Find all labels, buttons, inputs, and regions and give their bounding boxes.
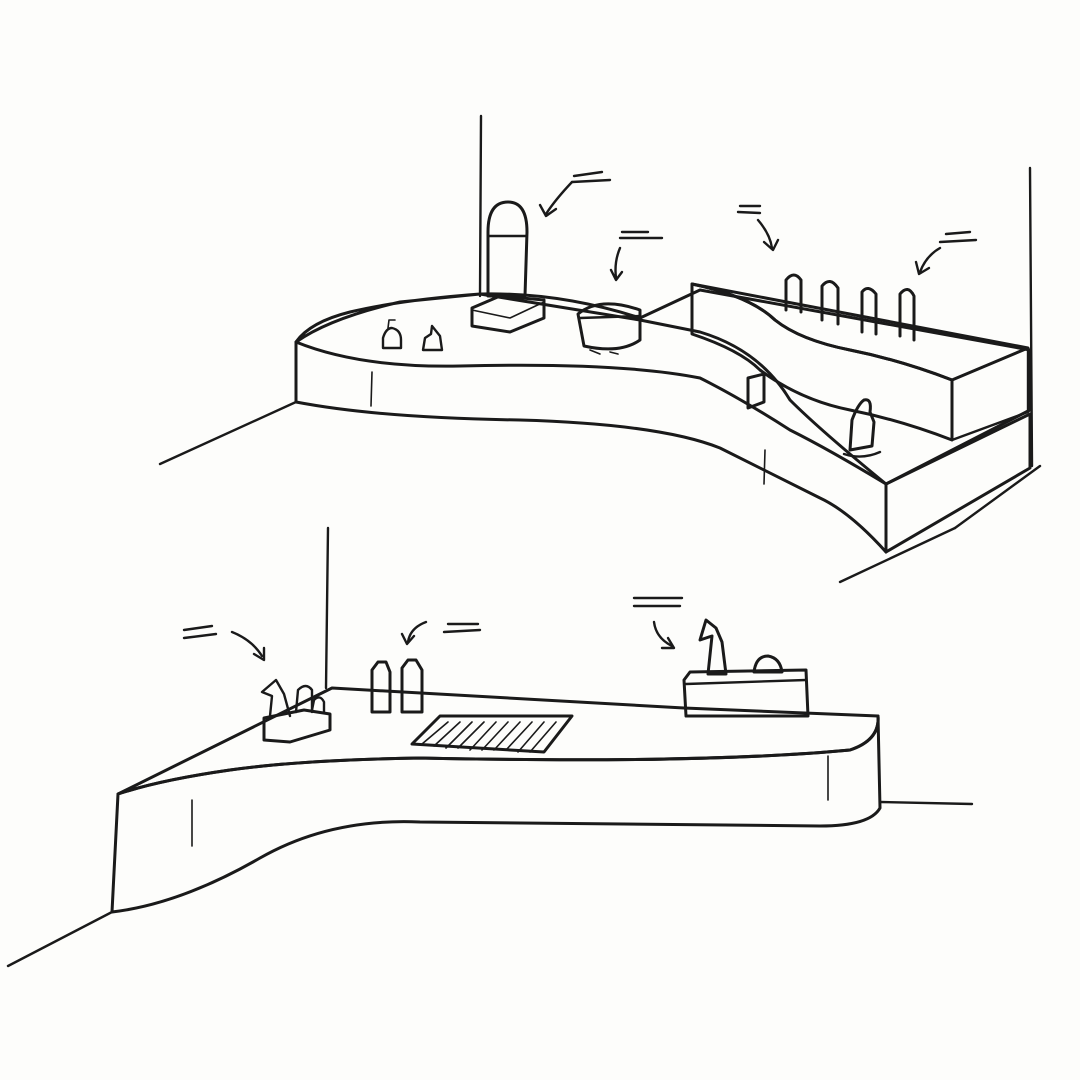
callout-dash: [944, 230, 972, 236]
callout-dash: [938, 238, 978, 244]
product-plinth: [470, 294, 546, 334]
callout-arrow-bottles: [400, 620, 482, 646]
green-counter-top: [294, 288, 1032, 486]
floor-line-back: [953, 464, 1042, 530]
callout-arrow-basket: [609, 230, 664, 282]
wall-corner-line-left: [478, 114, 483, 298]
callout-arrow-caddy: [182, 624, 266, 662]
callout-dash: [572, 170, 604, 178]
floor-line-right: [838, 526, 957, 584]
floor-line-left: [158, 400, 298, 466]
callout-dash: [442, 628, 482, 634]
callout-arrow-case-left: [736, 204, 780, 252]
case-product-2: [820, 280, 840, 326]
callout-arrow-display-box: [632, 596, 684, 650]
figure-statue: [698, 618, 728, 676]
counter-seam-1: [370, 371, 373, 407]
counter-base-side-hatched: [884, 412, 1032, 554]
white-counter-front-face: [110, 714, 882, 914]
grill-cooktop: [410, 714, 574, 754]
case-product-3: [860, 287, 878, 336]
display-box-lower: [682, 618, 810, 718]
callout-arrow-tall-product: [538, 170, 612, 218]
white-counter-top: [116, 686, 880, 796]
case-product-4: [898, 288, 916, 342]
basket-product: [576, 302, 642, 355]
lower-counter-sketch: [6, 526, 974, 968]
bottle-pair: [370, 658, 424, 714]
small-bottle-right: [421, 324, 444, 352]
lantern-product: [746, 372, 766, 410]
green-counter-front-face: [294, 340, 888, 554]
callout-dash: [182, 624, 214, 632]
figurine-product: [842, 398, 882, 458]
floor-line-lower-left: [6, 910, 114, 968]
callout-dash: [570, 178, 612, 184]
bottle-caddy: [260, 678, 332, 744]
callout-arrow-case-right: [914, 230, 978, 276]
callout-dash: [736, 210, 762, 215]
wall-corner-line-right: [1028, 166, 1034, 468]
glass-display-case-top: [690, 282, 1030, 382]
glass-case-side-hatched: [950, 346, 1030, 442]
case-product-1: [784, 273, 803, 314]
counter-seam-2: [763, 449, 766, 485]
floor-line-lower-right: [878, 800, 974, 806]
callout-dash: [182, 632, 218, 640]
wall-corner-line-lower: [324, 526, 330, 690]
upper-counter-sketch: [158, 114, 1042, 584]
dome-object: [752, 654, 784, 674]
tall-cylinder-product: [470, 200, 546, 334]
small-bottle-left: [381, 319, 403, 350]
